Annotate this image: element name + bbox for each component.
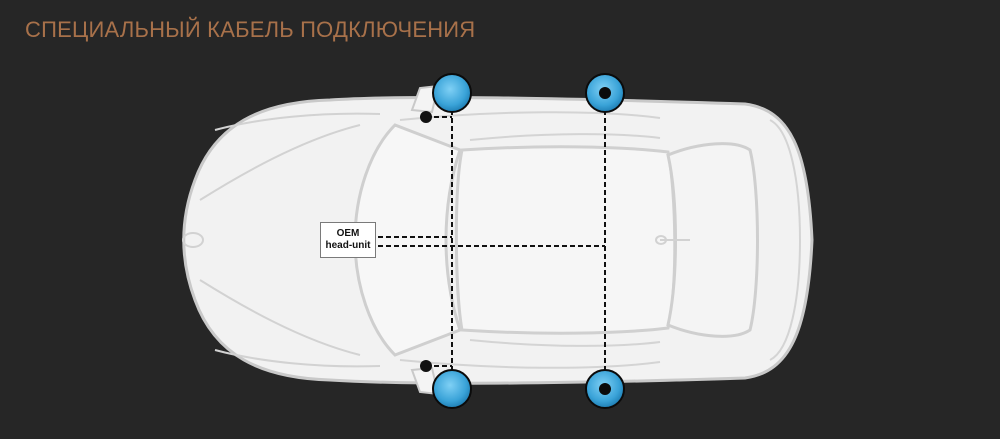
- rear-window: [666, 142, 759, 338]
- page-title: СПЕЦИАЛЬНЫЙ КАБЕЛЬ ПОДКЛЮЧЕНИЯ: [25, 17, 476, 42]
- speaker-center-dot: [599, 87, 611, 99]
- tweeter-left-dot: [420, 111, 432, 123]
- head-unit-line2: head-unit: [325, 240, 371, 251]
- roof: [454, 145, 677, 335]
- rear-right-speaker: [585, 369, 625, 409]
- rear-left-speaker: [585, 73, 625, 113]
- head-unit-line1: OEM: [336, 228, 360, 239]
- hood-lines: [182, 112, 690, 368]
- windshield: [353, 123, 462, 357]
- tweeter-right-dot: [420, 360, 432, 372]
- oem-head-unit-box: OEM head-unit: [320, 222, 376, 258]
- speaker-center-dot: [599, 383, 611, 395]
- front-right-speaker: [432, 369, 472, 409]
- front-left-speaker: [432, 73, 472, 113]
